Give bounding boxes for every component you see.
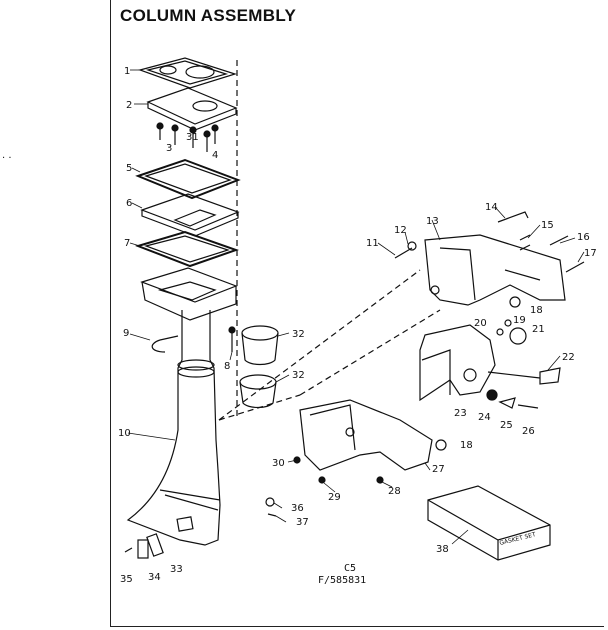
leader-lines [127,69,585,545]
diagram-frame [110,0,604,627]
callout-35: 35 [120,574,133,585]
part-14-rod [497,211,529,223]
part-7-gasket [134,230,240,268]
callout-10: 10 [118,428,131,439]
callout-3: 3 [166,143,172,154]
callout-33: 33 [170,564,183,575]
callout-30: 30 [272,458,285,469]
callout-6: 6 [126,198,132,209]
callout-20: 20 [474,318,487,329]
callout-21: 21 [532,324,545,335]
footer-code-1: C5 [344,563,357,574]
callout-2: 2 [126,100,132,111]
part-8-bolt [228,326,236,352]
callout-27: 27 [432,464,445,475]
callout-8: 8 [224,361,230,372]
callout-25: 25 [500,420,513,431]
footer-code-2: F/585831 [318,575,367,586]
callout-9: 9 [123,328,129,339]
callout-14: 14 [485,202,498,213]
part-24-25-26 [486,389,539,409]
leader-dashed-1 [218,269,421,421]
bolts-3-31-4 [156,122,219,152]
part-9-clip [151,335,179,353]
callout-36: 36 [291,503,304,514]
part-32-sleeves [239,325,279,409]
callout-31: 31 [186,132,199,143]
callout-24: 24 [478,412,491,423]
callout-34: 34 [148,572,161,583]
part-15-screws [519,234,531,251]
callout-37: 37 [296,517,309,528]
part-27-bracket [299,399,433,471]
callout-26: 26 [522,426,535,437]
callout-12: 12 [394,225,407,236]
part-38-gasket-box [427,485,551,561]
callout-38: 38 [436,544,449,555]
parts-18-28-29-30 [293,439,447,484]
callout-1: 1 [124,66,130,77]
callout-7: 7 [124,238,130,249]
parts-33-34-35 [124,533,164,559]
part-22-screw [487,367,561,385]
callout-11: 11 [366,238,379,249]
callout-19: 19 [513,315,526,326]
part-13-bracket [424,234,566,306]
callout-28: 28 [388,486,401,497]
callout-22: 22 [562,352,575,363]
page-title: COLUMN ASSEMBLY [120,6,297,25]
callout-4: 4 [212,150,218,161]
callout-16: 16 [577,232,590,243]
part-1-gasket [137,57,237,89]
leader-dashed-3 [299,309,441,396]
callout-32b: 32 [292,370,305,381]
callout-numbers: 1 2 3 31 4 5 6 7 8 9 10 11 12 13 14 15 1… [118,66,597,585]
part-16-17-screws [549,235,585,273]
callout-13: 13 [426,216,439,227]
callout-18b: 18 [460,440,473,451]
callout-15: 15 [541,220,554,231]
parts-36-37 [265,497,277,517]
callout-23: 23 [454,408,467,419]
callout-17: 17 [584,248,597,259]
part-19-20-21 [496,319,527,345]
callout-5: 5 [126,163,132,174]
stray-marks: . . [2,150,12,161]
swivel-bracket [419,324,496,402]
part-10-column [126,310,221,546]
callout-32a: 32 [292,329,305,340]
callout-18: 18 [530,305,543,316]
adapter-plate [140,267,238,321]
part-11-12-bolt [394,241,417,259]
part-18-washer [509,296,521,308]
part-5-gasket [135,158,241,200]
callout-29: 29 [328,492,341,503]
part-6-plate [140,193,240,237]
